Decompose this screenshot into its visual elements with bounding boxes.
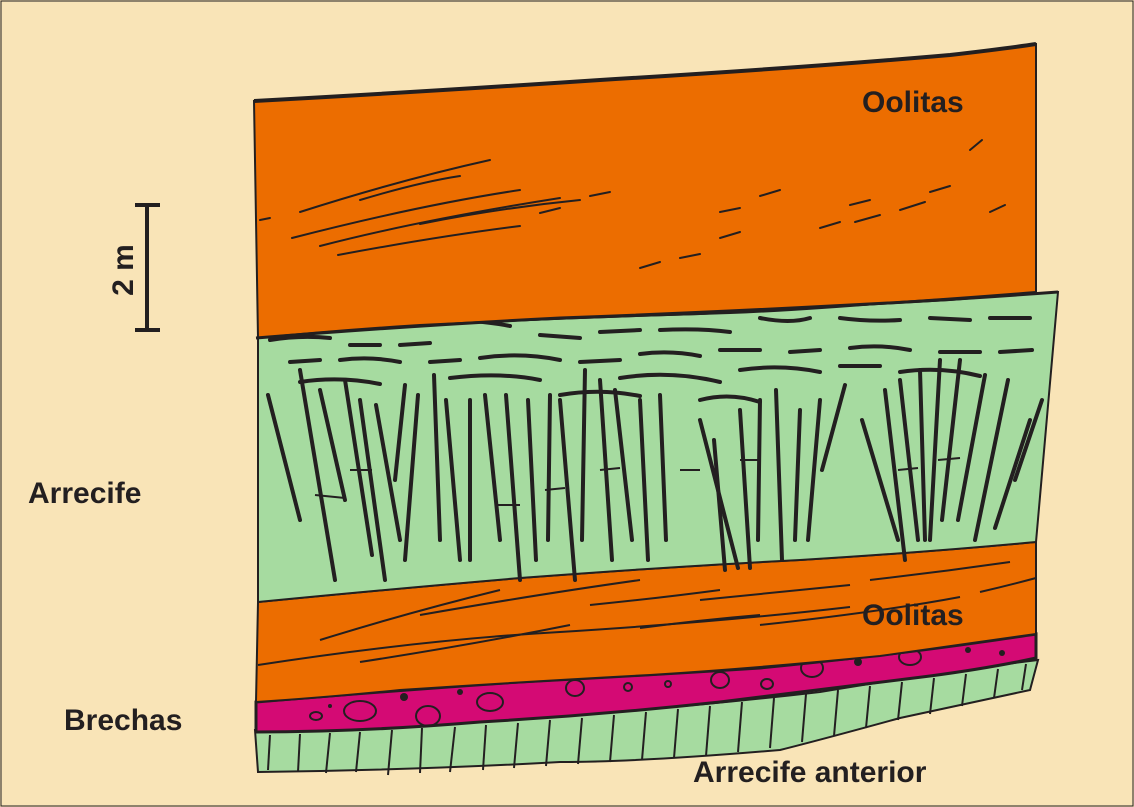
label-scale: 2 m [107,244,140,296]
label-arrecife-anterior: Arrecife anterior [693,756,927,789]
label-oolitas-bottom: Oolitas [862,599,964,632]
label-brechas: Brechas [64,704,182,737]
label-arrecife: Arrecife [28,477,141,510]
label-oolitas-top: Oolitas [862,86,964,119]
